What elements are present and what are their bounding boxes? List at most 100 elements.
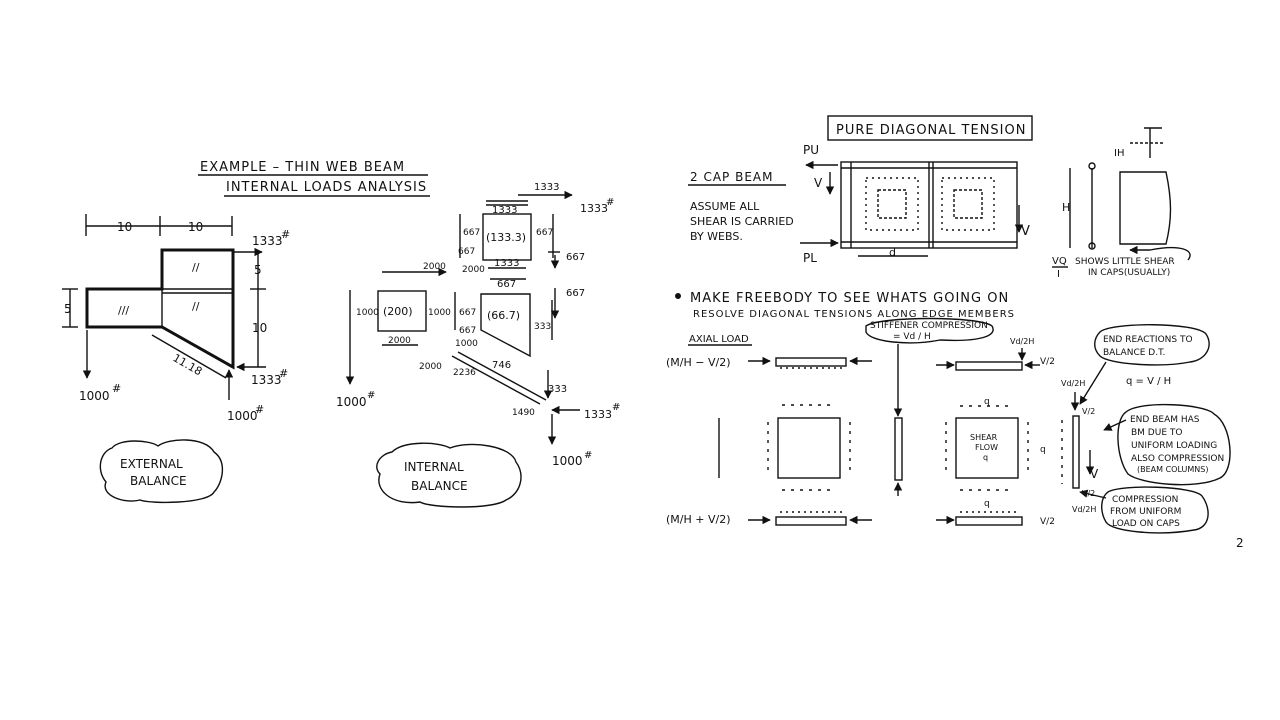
left-title-line2: INTERNAL LOADS ANALYSIS [226,180,427,195]
v-label: V [814,176,823,190]
assume-line3: BY WEBS. [690,230,743,243]
dim-5a: 5 [64,302,72,316]
hash-mark: # [255,403,264,416]
freebody-details: AXIAL LOAD (M/H − V/2) STIFFENER COMPRES… [666,317,1231,534]
load-top: 1333 [252,234,283,248]
page-number: 2 [1236,536,1244,550]
tension-field [865,177,919,231]
bullet-line1: MAKE FREEBODY TO SEE WHATS GOING ON [690,291,1009,306]
load-right: 1333 [251,373,282,387]
pl-label: PL [803,251,817,265]
out-1000: 1000 [336,395,367,409]
dim-d: d [889,246,896,259]
bot-2236: 2236 [453,368,476,378]
end-beam-line1: END BEAM HAS [1130,415,1200,425]
top-1333: 1333 [534,182,559,193]
internal-balance-bubble: INTERNAL BALANCE [376,442,522,508]
v-over-2-top: V/2 [1040,357,1055,367]
left-title: EXAMPLE – THIN WEB BEAM INTERNAL LOADS A… [198,160,430,197]
dim-ih: IH [1114,148,1124,159]
dim-5b: 5 [254,263,262,277]
hash-mark: # [279,367,288,380]
end-reactions-line1: END REACTIONS TO [1103,335,1193,345]
web-window [953,189,983,219]
end-beam-line5: (BEAM COLUMNS) [1137,465,1208,474]
vq-label: VQ [1052,256,1067,267]
load-left: 1000 [79,389,110,403]
left-1000a: 1000 [356,308,379,318]
left-1000b: 1000 [428,308,451,318]
external-balance-bubble: EXTERNAL BALANCE [99,439,223,504]
hash-mark: # [606,197,614,208]
side-667-l: 667 [458,247,475,257]
bubble-pointer [1079,361,1107,405]
w2000-b: 2000 [462,265,485,275]
q-eq: q = V / H [1126,376,1171,387]
bottom-cap [775,516,847,526]
external-freebody: 10 10 /// // // 5 5 10 11.18 1333 # 1333… [62,214,290,423]
end-beam-line3: UNIFORM LOADING [1131,441,1217,451]
section-cap [1088,162,1096,170]
panel-left-label: (200) [383,305,413,318]
cross-section-sketch: H IH VQ I SHOWS LITTLE SHEAR IN CAPS(USU… [1052,127,1191,280]
tension-field [941,177,995,231]
hash-mark: # [281,228,290,241]
end-beam-line4: ALSO COMPRESSION [1131,454,1224,464]
top-cap [775,357,847,367]
web-square-left [777,417,841,479]
vd-2h-right: Vd/2H [1061,379,1085,388]
stiffener-line2: = Vd / H [893,332,931,342]
mid-667b: 667 [459,308,476,318]
section-cap [1088,242,1096,250]
shear-flow-line1: SHEAR [970,433,998,442]
web-mark: // [192,300,200,313]
pointer-arrow [1129,245,1191,261]
dim-10c: 10 [252,321,267,335]
q-top: q [984,397,990,407]
bot-1333: 1333 [584,408,612,421]
diag-member [451,355,541,405]
m-plus: (M/H + V/2) [666,513,731,526]
mid-667a: 667 [497,279,516,290]
assume-line2: SHEAR IS CARRIED [690,215,794,228]
web-window [877,189,907,219]
left-title-line1: EXAMPLE – THIN WEB BEAM [200,160,405,175]
internal-balance-line2: BALANCE [411,479,468,493]
end-reactions-line2: BALANCE D.T. [1103,348,1165,358]
external-balance-line2: BALANCE [130,474,187,488]
internal-freebody: (133.3) 1333 1333 1333 # 667 667 667 133… [336,182,620,468]
freebody-statement: MAKE FREEBODY TO SEE WHATS GOING ON RESO… [675,291,1014,320]
top-1333-bot: 1333 [494,258,519,269]
dim-line-diag [151,334,227,379]
top-667-right: 667 [536,228,553,238]
pure-diagonal-tension-title: PURE DIAGONAL TENSION [827,115,1033,141]
axial-load: AXIAL LOAD [689,334,749,345]
bot-1000b: 1000 [552,454,583,468]
mid-333: 333 [534,322,551,332]
shear-flow-square [955,417,1019,479]
bot-2000: 2000 [419,362,442,372]
title-box [827,115,1033,141]
stiffener-bubble [865,317,994,344]
bubble-pointer [1103,419,1127,431]
bubble-pointer [1079,489,1107,499]
dim-10a: 10 [117,220,132,234]
web-mark: // [192,261,200,274]
little-shear-line1: SHOWS LITTLE SHEAR [1075,257,1175,267]
side-667-r1: 667 [566,252,585,263]
q-right: q [1040,445,1046,455]
internal-balance-line1: INTERNAL [404,460,464,474]
bot-2000b: 2000 [388,336,411,346]
compression-line1: COMPRESSION [1112,495,1178,505]
beam-label: 2 CAP BEAM [690,170,773,184]
v-over-2-low: V/2 [1040,517,1055,527]
panel-top [482,213,532,261]
hash-mark: # [612,402,620,413]
stiffener-line1: STIFFENER COMPRESSION [870,321,988,331]
vq-den: I [1057,269,1060,280]
bot-1000: 1000 [455,339,478,349]
top-1333-in: 1333 [492,205,517,216]
v-over-2-right: V/2 [1082,407,1095,416]
